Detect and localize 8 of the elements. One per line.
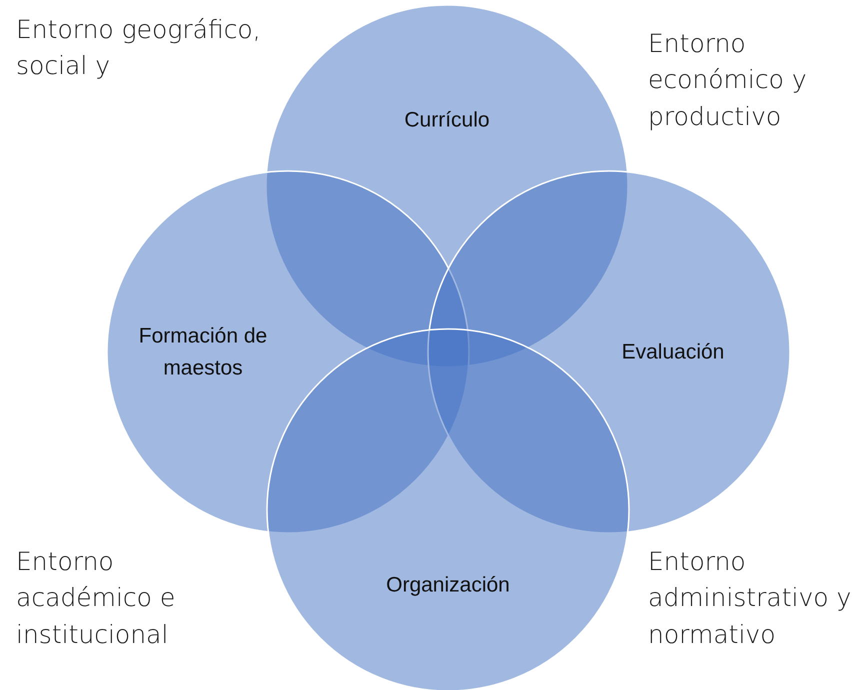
context-label: Entorno económico y productivo [648,28,808,132]
context-label: Entorno geográfico, social y [16,14,261,82]
context-label: Entorno administrativo y normativo [648,546,852,650]
circle-label: Evaluación [620,339,726,366]
circle-label: Organización [385,572,511,598]
context-label: Entorno académico e institucional [16,546,176,650]
circle-label: Currículo [403,107,491,134]
circle-label: Formación de maestos [138,324,268,381]
